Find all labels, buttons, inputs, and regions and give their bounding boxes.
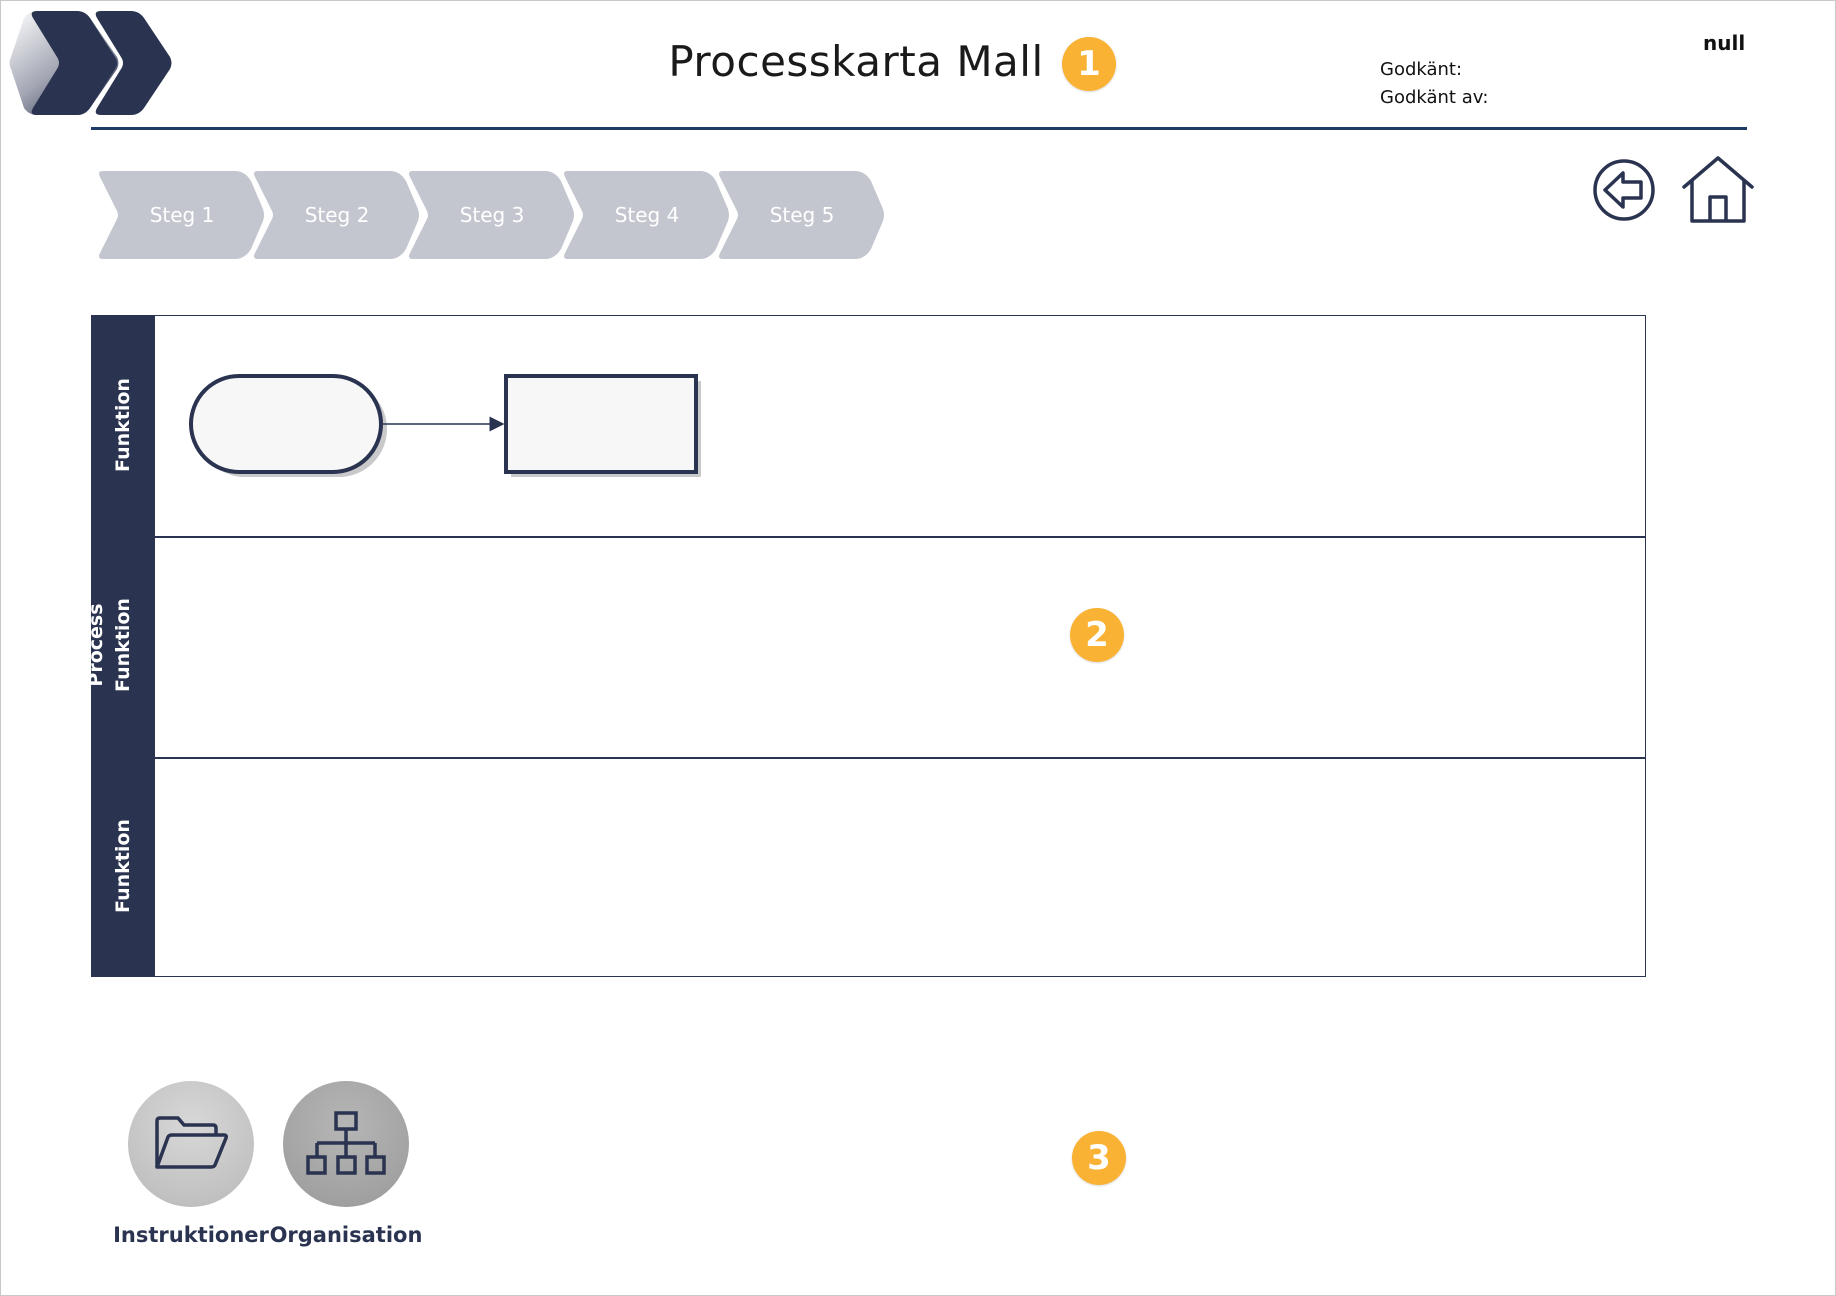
swimlane-area <box>155 315 1646 977</box>
step-label: Steg 2 <box>304 203 370 227</box>
home-button[interactable] <box>1681 155 1755 225</box>
step-4[interactable]: Steg 4 <box>562 167 732 263</box>
step-label: Steg 5 <box>769 203 835 227</box>
step-1[interactable]: Steg 1 <box>97 167 267 263</box>
org-chart-icon <box>306 1111 386 1175</box>
step-label: Steg 3 <box>459 203 525 227</box>
process-shape[interactable] <box>504 374 698 474</box>
step-label: Steg 4 <box>614 203 680 227</box>
lane-label-2-line-1: Process <box>85 603 107 687</box>
lane-divider <box>155 536 1646 538</box>
terminator-shape[interactable] <box>189 374 383 474</box>
lane-divider <box>155 757 1646 759</box>
page-title: Processkarta Mall <box>668 37 1044 86</box>
step-3[interactable]: Steg 3 <box>407 167 577 263</box>
callout-badge-3: 3 <box>1072 1131 1126 1185</box>
approved-label: Godkänt: <box>1380 59 1463 80</box>
callout-badge-1: 1 <box>1062 37 1116 91</box>
header-divider <box>91 127 1747 130</box>
process-diagram <box>189 374 701 477</box>
step-5[interactable]: Steg 5 <box>717 167 887 263</box>
instructions-button[interactable] <box>128 1081 254 1207</box>
approved-by-label: Godkänt av: <box>1380 87 1489 108</box>
lane-header-column <box>91 315 155 977</box>
step-label: Steg 1 <box>149 203 215 227</box>
lane-label-2-line-2: Funktion <box>112 598 134 692</box>
folder-open-icon <box>155 1116 228 1169</box>
organisation-button[interactable] <box>283 1081 409 1207</box>
step-2[interactable]: Steg 2 <box>252 167 422 263</box>
organisation-label: Organisation <box>269 1223 423 1247</box>
instructions-label: Instruktioner <box>113 1223 269 1247</box>
lane-label-3: Funktion <box>112 819 134 913</box>
callout-badge-2: 2 <box>1070 608 1124 662</box>
lane-label-1: Funktion <box>112 378 134 472</box>
back-button[interactable] <box>1591 157 1657 223</box>
back-arrow-icon <box>1593 159 1655 221</box>
status-value: null <box>1703 31 1746 55</box>
home-icon <box>1682 156 1754 223</box>
double-chevron-logo-icon[interactable] <box>7 9 173 117</box>
